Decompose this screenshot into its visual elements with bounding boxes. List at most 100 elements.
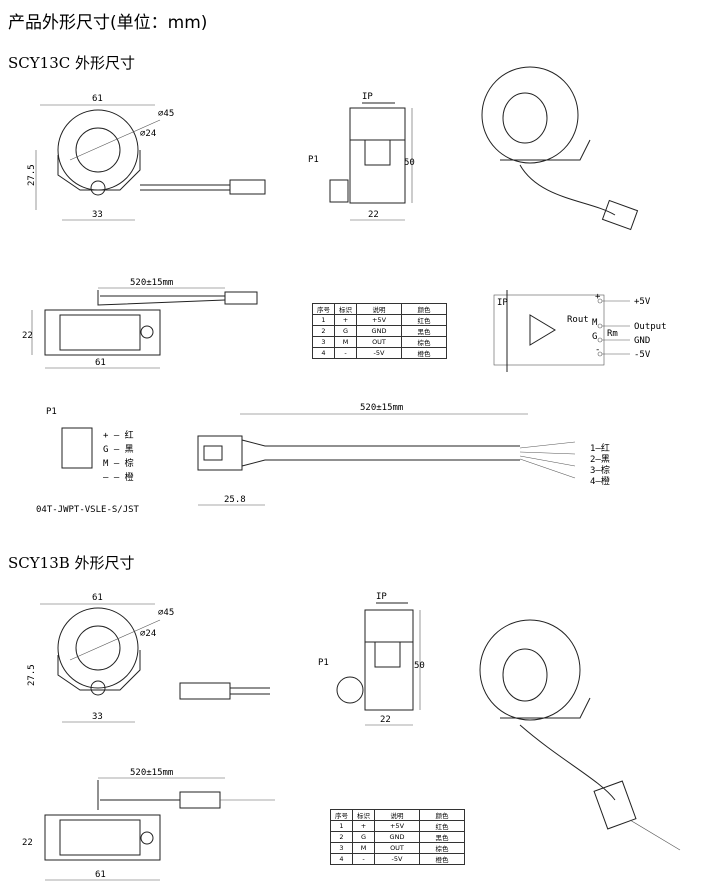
table-cell: 序号 bbox=[330, 809, 353, 821]
dimension-label: 27.5 bbox=[27, 164, 37, 186]
dimension-label: GND bbox=[634, 336, 650, 346]
table-cell: G bbox=[334, 325, 357, 337]
table-cell: 序号 bbox=[312, 303, 335, 315]
dimension-label: Rout bbox=[567, 315, 589, 325]
dimension-label: 3—棕 bbox=[590, 464, 610, 476]
dimension-label: 04T-JWPT-VSLE-S/JST bbox=[36, 505, 140, 515]
table-cell: 颜色 bbox=[401, 303, 447, 315]
dimension-label: M — 棕 bbox=[103, 457, 134, 469]
dimension-label: 50 bbox=[404, 158, 415, 168]
table-cell: M bbox=[352, 842, 375, 854]
bottom-view-b: 520±15mm 22 61 bbox=[22, 768, 275, 881]
table-cell: 说明 bbox=[374, 809, 420, 821]
table-cell: - bbox=[334, 347, 357, 359]
dimension-label: 22 bbox=[22, 838, 33, 848]
dimension-label: 61 bbox=[92, 94, 103, 104]
dimension-label: 22 bbox=[380, 715, 391, 725]
table-cell: 颜色 bbox=[419, 809, 465, 821]
dimension-label: ⌀24 bbox=[140, 629, 156, 639]
dimension-label: 27.5 bbox=[27, 664, 37, 686]
side-view-b: IP P1 50 22 bbox=[318, 592, 425, 726]
table-cell: GND bbox=[356, 325, 402, 337]
table-cell: OUT bbox=[374, 842, 420, 854]
dimension-label: P1 bbox=[308, 155, 319, 165]
dimension-label: ⌀45 bbox=[158, 608, 174, 618]
page-title: 产品外形尺寸(单位：mm) bbox=[8, 13, 208, 33]
table-cell: 2 bbox=[312, 325, 335, 337]
dimension-label: G — 黑 bbox=[103, 444, 134, 455]
dimension-label: - bbox=[595, 345, 600, 355]
dimension-label: 1—红 bbox=[590, 442, 610, 454]
table-cell: -5V bbox=[356, 347, 402, 359]
dimension-label: Rm bbox=[607, 329, 618, 339]
table-cell: +5V bbox=[356, 314, 402, 326]
dimension-label: IP bbox=[497, 298, 508, 308]
dimension-label: 2—黑 bbox=[590, 454, 610, 465]
dimension-label: 4—橙 bbox=[590, 475, 610, 487]
table-cell: 红色 bbox=[401, 314, 447, 326]
table-cell: 标识 bbox=[334, 303, 357, 315]
dimension-label: -5V bbox=[634, 350, 651, 360]
isometric-view-b bbox=[479, 619, 681, 851]
front-view-c: 61 ⌀45⌀24 27.5 33 bbox=[27, 94, 266, 221]
table-cell: 4 bbox=[330, 853, 353, 865]
table-cell: 2 bbox=[330, 831, 353, 843]
table-cell: OUT bbox=[356, 336, 402, 348]
dimension-label: 22 bbox=[368, 210, 379, 220]
table-cell: 红色 bbox=[419, 820, 465, 832]
dimension-label: + — 红 bbox=[103, 429, 134, 441]
dimension-label: 61 bbox=[92, 593, 103, 603]
table-cell: 橙色 bbox=[419, 853, 465, 865]
section-heading-scy13c: SCY13C 外形尺寸 bbox=[8, 54, 135, 72]
table-cell: 3 bbox=[312, 336, 335, 348]
table-cell: -5V bbox=[374, 853, 420, 865]
dimension-label: +5V bbox=[634, 297, 651, 307]
dimension-label: 22 bbox=[22, 331, 33, 341]
dimension-label: 520±15mm bbox=[360, 403, 403, 413]
table-cell: 标识 bbox=[352, 809, 375, 821]
dimension-label: ⌀45 bbox=[158, 109, 174, 119]
front-view-b: 61 ⌀45⌀24 27.5 33 bbox=[27, 593, 270, 723]
table-cell: 3 bbox=[330, 842, 353, 854]
bottom-view-c: 520±15mm 22 61 bbox=[22, 278, 258, 369]
section-heading-scy13b: SCY13B 外形尺寸 bbox=[8, 554, 135, 572]
table-cell: 橙色 bbox=[401, 347, 447, 359]
table-cell: 黑色 bbox=[419, 831, 465, 843]
dimension-label: M bbox=[592, 318, 598, 328]
table-cell: - bbox=[352, 853, 375, 865]
dimension-label: 520±15mm bbox=[130, 768, 173, 778]
dimension-label: 61 bbox=[95, 870, 106, 880]
dimension-label: — — 橙 bbox=[103, 471, 134, 483]
table-cell: + bbox=[334, 314, 357, 326]
dimension-label: IP bbox=[362, 92, 373, 102]
connector-detail: P1 + — 红G — 黑M — 棕— — 橙 04T-JWPT-VSLE-S/… bbox=[36, 403, 610, 515]
table-cell: 棕色 bbox=[401, 336, 447, 348]
table-cell: G bbox=[352, 831, 375, 843]
side-view-c: IP P1 50 22 bbox=[308, 92, 415, 221]
dimension-label: 61 bbox=[95, 358, 106, 368]
dimension-label: P1 bbox=[318, 658, 329, 668]
dimension-label: + bbox=[595, 292, 601, 302]
table-cell: 黑色 bbox=[401, 325, 447, 337]
table-cell: 说明 bbox=[356, 303, 402, 315]
dimension-label: 520±15mm bbox=[130, 278, 173, 288]
table-cell: 1 bbox=[312, 314, 335, 326]
table-cell: GND bbox=[374, 831, 420, 843]
table-cell: +5V bbox=[374, 820, 420, 832]
dimension-label: IP bbox=[376, 592, 387, 602]
isometric-view-c bbox=[481, 66, 639, 231]
dimension-label: 33 bbox=[92, 210, 103, 220]
dimension-label: 25.8 bbox=[224, 495, 246, 505]
